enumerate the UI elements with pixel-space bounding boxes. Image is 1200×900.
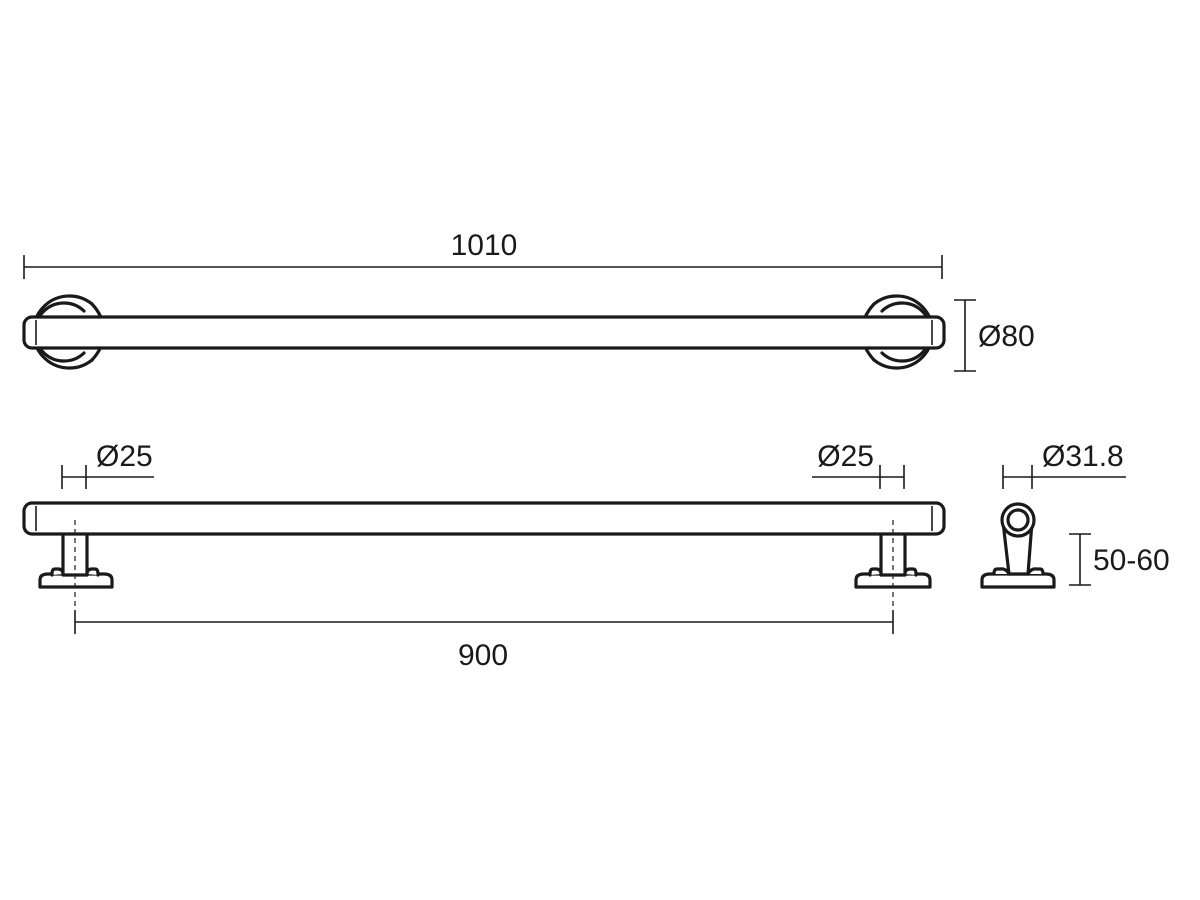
wall-clearance-label: 50-60 bbox=[1093, 544, 1170, 577]
top-view-bar bbox=[22, 315, 946, 350]
overall-length-dimension: 1010 bbox=[23, 229, 943, 279]
front-view: Ø25 Ø25 bbox=[22, 440, 946, 672]
side-view: Ø31.8 50-60 bbox=[980, 440, 1170, 589]
tube-diameter-dimension: Ø31.8 bbox=[1002, 440, 1126, 489]
tube-diameter-label: Ø31.8 bbox=[1042, 440, 1124, 473]
overall-length-label: 1010 bbox=[451, 229, 518, 262]
left-post-diameter-label: Ø25 bbox=[96, 440, 153, 473]
front-view-bar bbox=[22, 501, 946, 536]
left-post-diameter-dimension: Ø25 bbox=[61, 440, 154, 489]
rosette-diameter-dimension: Ø80 bbox=[954, 299, 1035, 372]
top-view: 1010 Ø80 bbox=[22, 229, 1035, 372]
right-post-diameter-label: Ø25 bbox=[817, 440, 874, 473]
center-distance-label: 900 bbox=[458, 639, 508, 672]
right-post-diameter-dimension: Ø25 bbox=[812, 440, 905, 489]
rosette-diameter-label: Ø80 bbox=[978, 320, 1035, 353]
center-distance-dimension: 900 bbox=[74, 610, 894, 672]
side-base-plate bbox=[980, 572, 1056, 589]
wall-clearance-dimension: 50-60 bbox=[1069, 533, 1170, 586]
